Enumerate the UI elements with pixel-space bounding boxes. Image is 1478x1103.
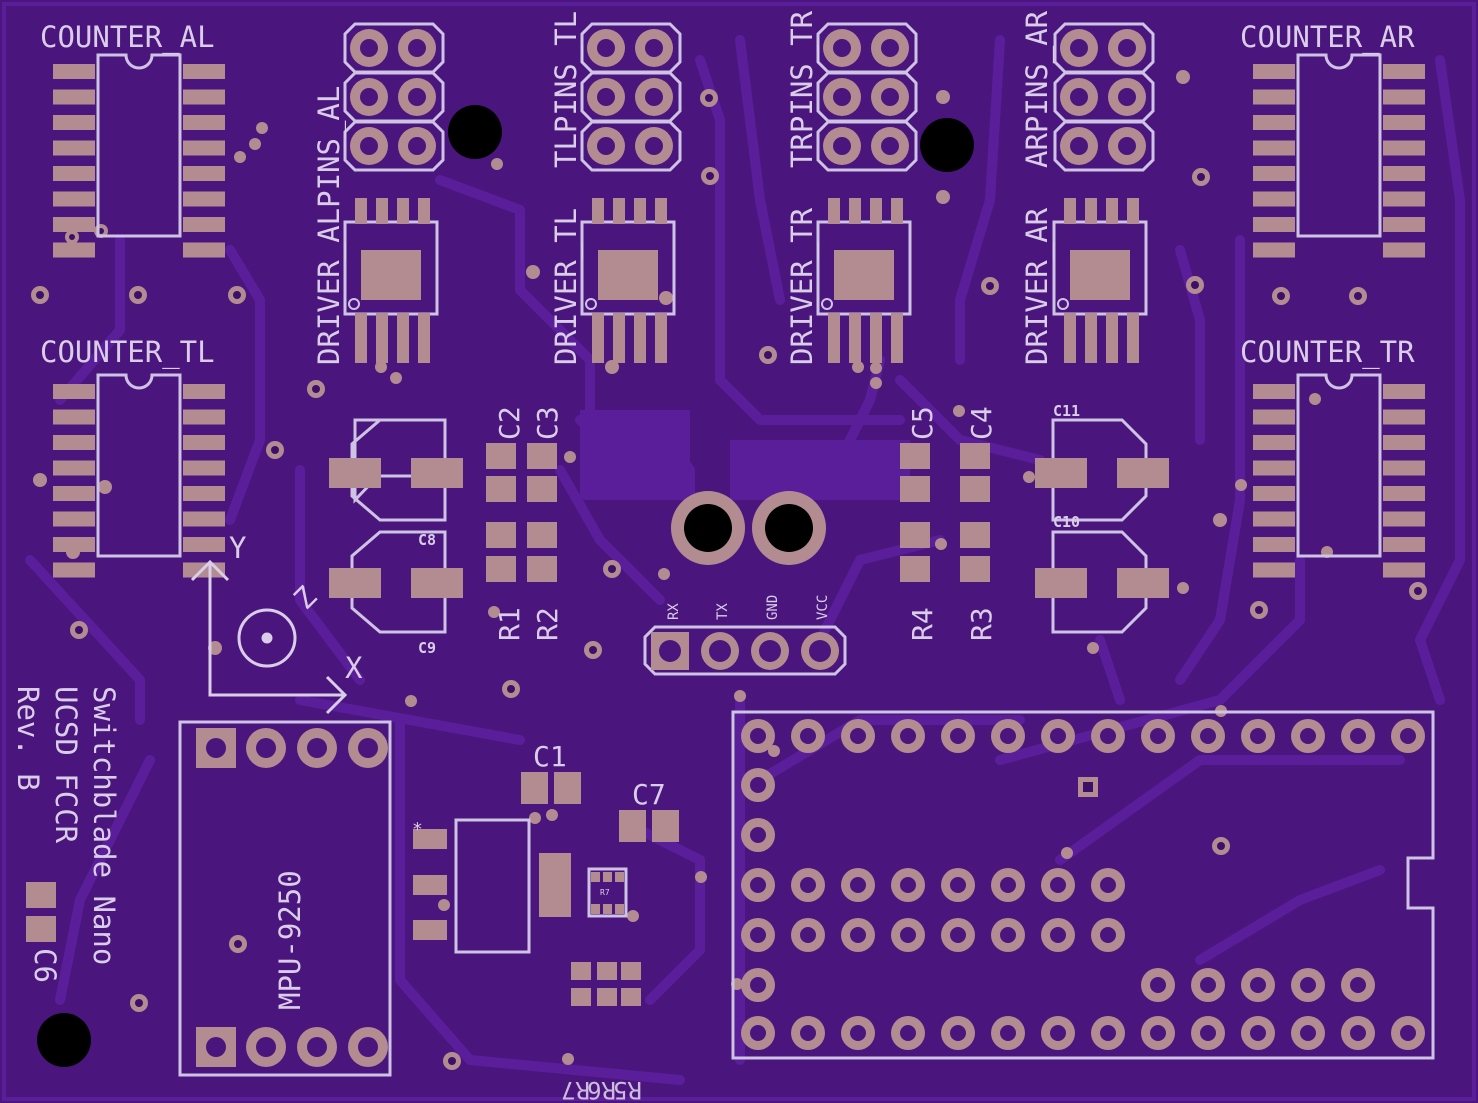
label-tlpins: TLPINS_TL [549, 11, 584, 168]
cap-pad [1117, 458, 1169, 488]
label-r1: R1 [493, 607, 526, 641]
label-counter-tr: COUNTER_TR [1240, 335, 1415, 370]
label-driver-al: DRIVER_ALPINS_AL [312, 86, 347, 365]
label-r6: R6 [587, 1076, 616, 1103]
driver-ic [343, 198, 439, 363]
label-tx: TX [715, 603, 731, 620]
label-mpu: MPU-9250 [273, 870, 307, 1010]
label-arpins: ARPINS_AR [1020, 10, 1055, 168]
label-c3: C3 [531, 406, 564, 440]
driver-ic [580, 198, 676, 363]
nano-footprint [731, 710, 1435, 1060]
label-star: * [412, 819, 423, 840]
label-c8: C8 [418, 531, 436, 549]
label-r2: R2 [531, 607, 564, 641]
cap-pad [1035, 568, 1087, 598]
counter-ics [53, 53, 1425, 578]
label-axis-x: X [345, 651, 363, 685]
pin-header [1053, 22, 1155, 172]
driver-ics [343, 198, 1148, 363]
copper-fills [580, 410, 910, 500]
label-gnd: GND [765, 595, 781, 620]
cap-pad [411, 458, 463, 488]
mounting-hole [448, 105, 502, 159]
label-c4: C4 [965, 406, 998, 440]
silkscreen-text: COUNTER_AL COUNTER_AR COUNTER_TL COUNTER… [11, 10, 1415, 1103]
label-counter-al: COUNTER_AL [40, 20, 215, 55]
label-counter-tl: COUNTER_TL [40, 335, 215, 370]
cap-pad [329, 458, 381, 488]
label-c6: C6 [28, 948, 62, 983]
driver-ic [816, 198, 912, 363]
label-driver-tr: DRIVER_TR [785, 207, 820, 365]
label-c5: C5 [906, 406, 939, 440]
passives [26, 418, 1169, 1006]
label-r3: R3 [965, 607, 998, 641]
label-r7: R7 [561, 1076, 590, 1103]
label-rx: RX [666, 603, 682, 620]
label-board-line2: UCSD FCCR [49, 686, 83, 844]
counter-ic [53, 53, 225, 258]
counter-ic [53, 373, 225, 578]
counter-ic [1253, 373, 1425, 578]
label-axis-y: Y [229, 531, 246, 565]
label-driver-ar: DRIVER_AR [1020, 207, 1055, 365]
copper-traces [25, 35, 1465, 1085]
pin-header [343, 22, 445, 172]
vias [31, 70, 1427, 1070]
label-r5: R5 [613, 1076, 642, 1103]
label-board-line3: Rev. B [11, 686, 45, 791]
driver-ic [1052, 198, 1148, 363]
pin-header [580, 22, 682, 172]
label-vcc: VCC [815, 595, 831, 620]
label-c1: C1 [533, 740, 567, 773]
mounting-hole [37, 1013, 91, 1067]
serial-header [643, 625, 847, 676]
label-tiny-r: R7 [600, 888, 610, 897]
axis-indicator [190, 559, 348, 715]
label-board-line1: Switchblade Nano [87, 686, 121, 965]
label-c7: C7 [632, 778, 666, 811]
cap-pad [329, 568, 381, 598]
cap-pad [1117, 568, 1169, 598]
label-c11: C11 [1053, 402, 1080, 420]
cap-pad [1035, 458, 1087, 488]
pin-header [816, 22, 918, 172]
counter-ic [1253, 53, 1425, 258]
label-c9: C9 [418, 639, 436, 657]
label-counter-ar: COUNTER_AR [1240, 20, 1415, 55]
label-c10: C10 [1053, 513, 1080, 531]
mpu-module [178, 720, 392, 1077]
label-trpins: TRPINS_TR [785, 10, 820, 168]
cap-pad [411, 568, 463, 598]
label-c2: C2 [493, 406, 526, 440]
label-driver-tl: DRIVER_TL [549, 208, 584, 365]
mounting-holes [37, 105, 974, 1067]
mounting-hole [920, 118, 974, 172]
label-r4: R4 [906, 607, 939, 641]
pin-headers [343, 22, 1155, 172]
